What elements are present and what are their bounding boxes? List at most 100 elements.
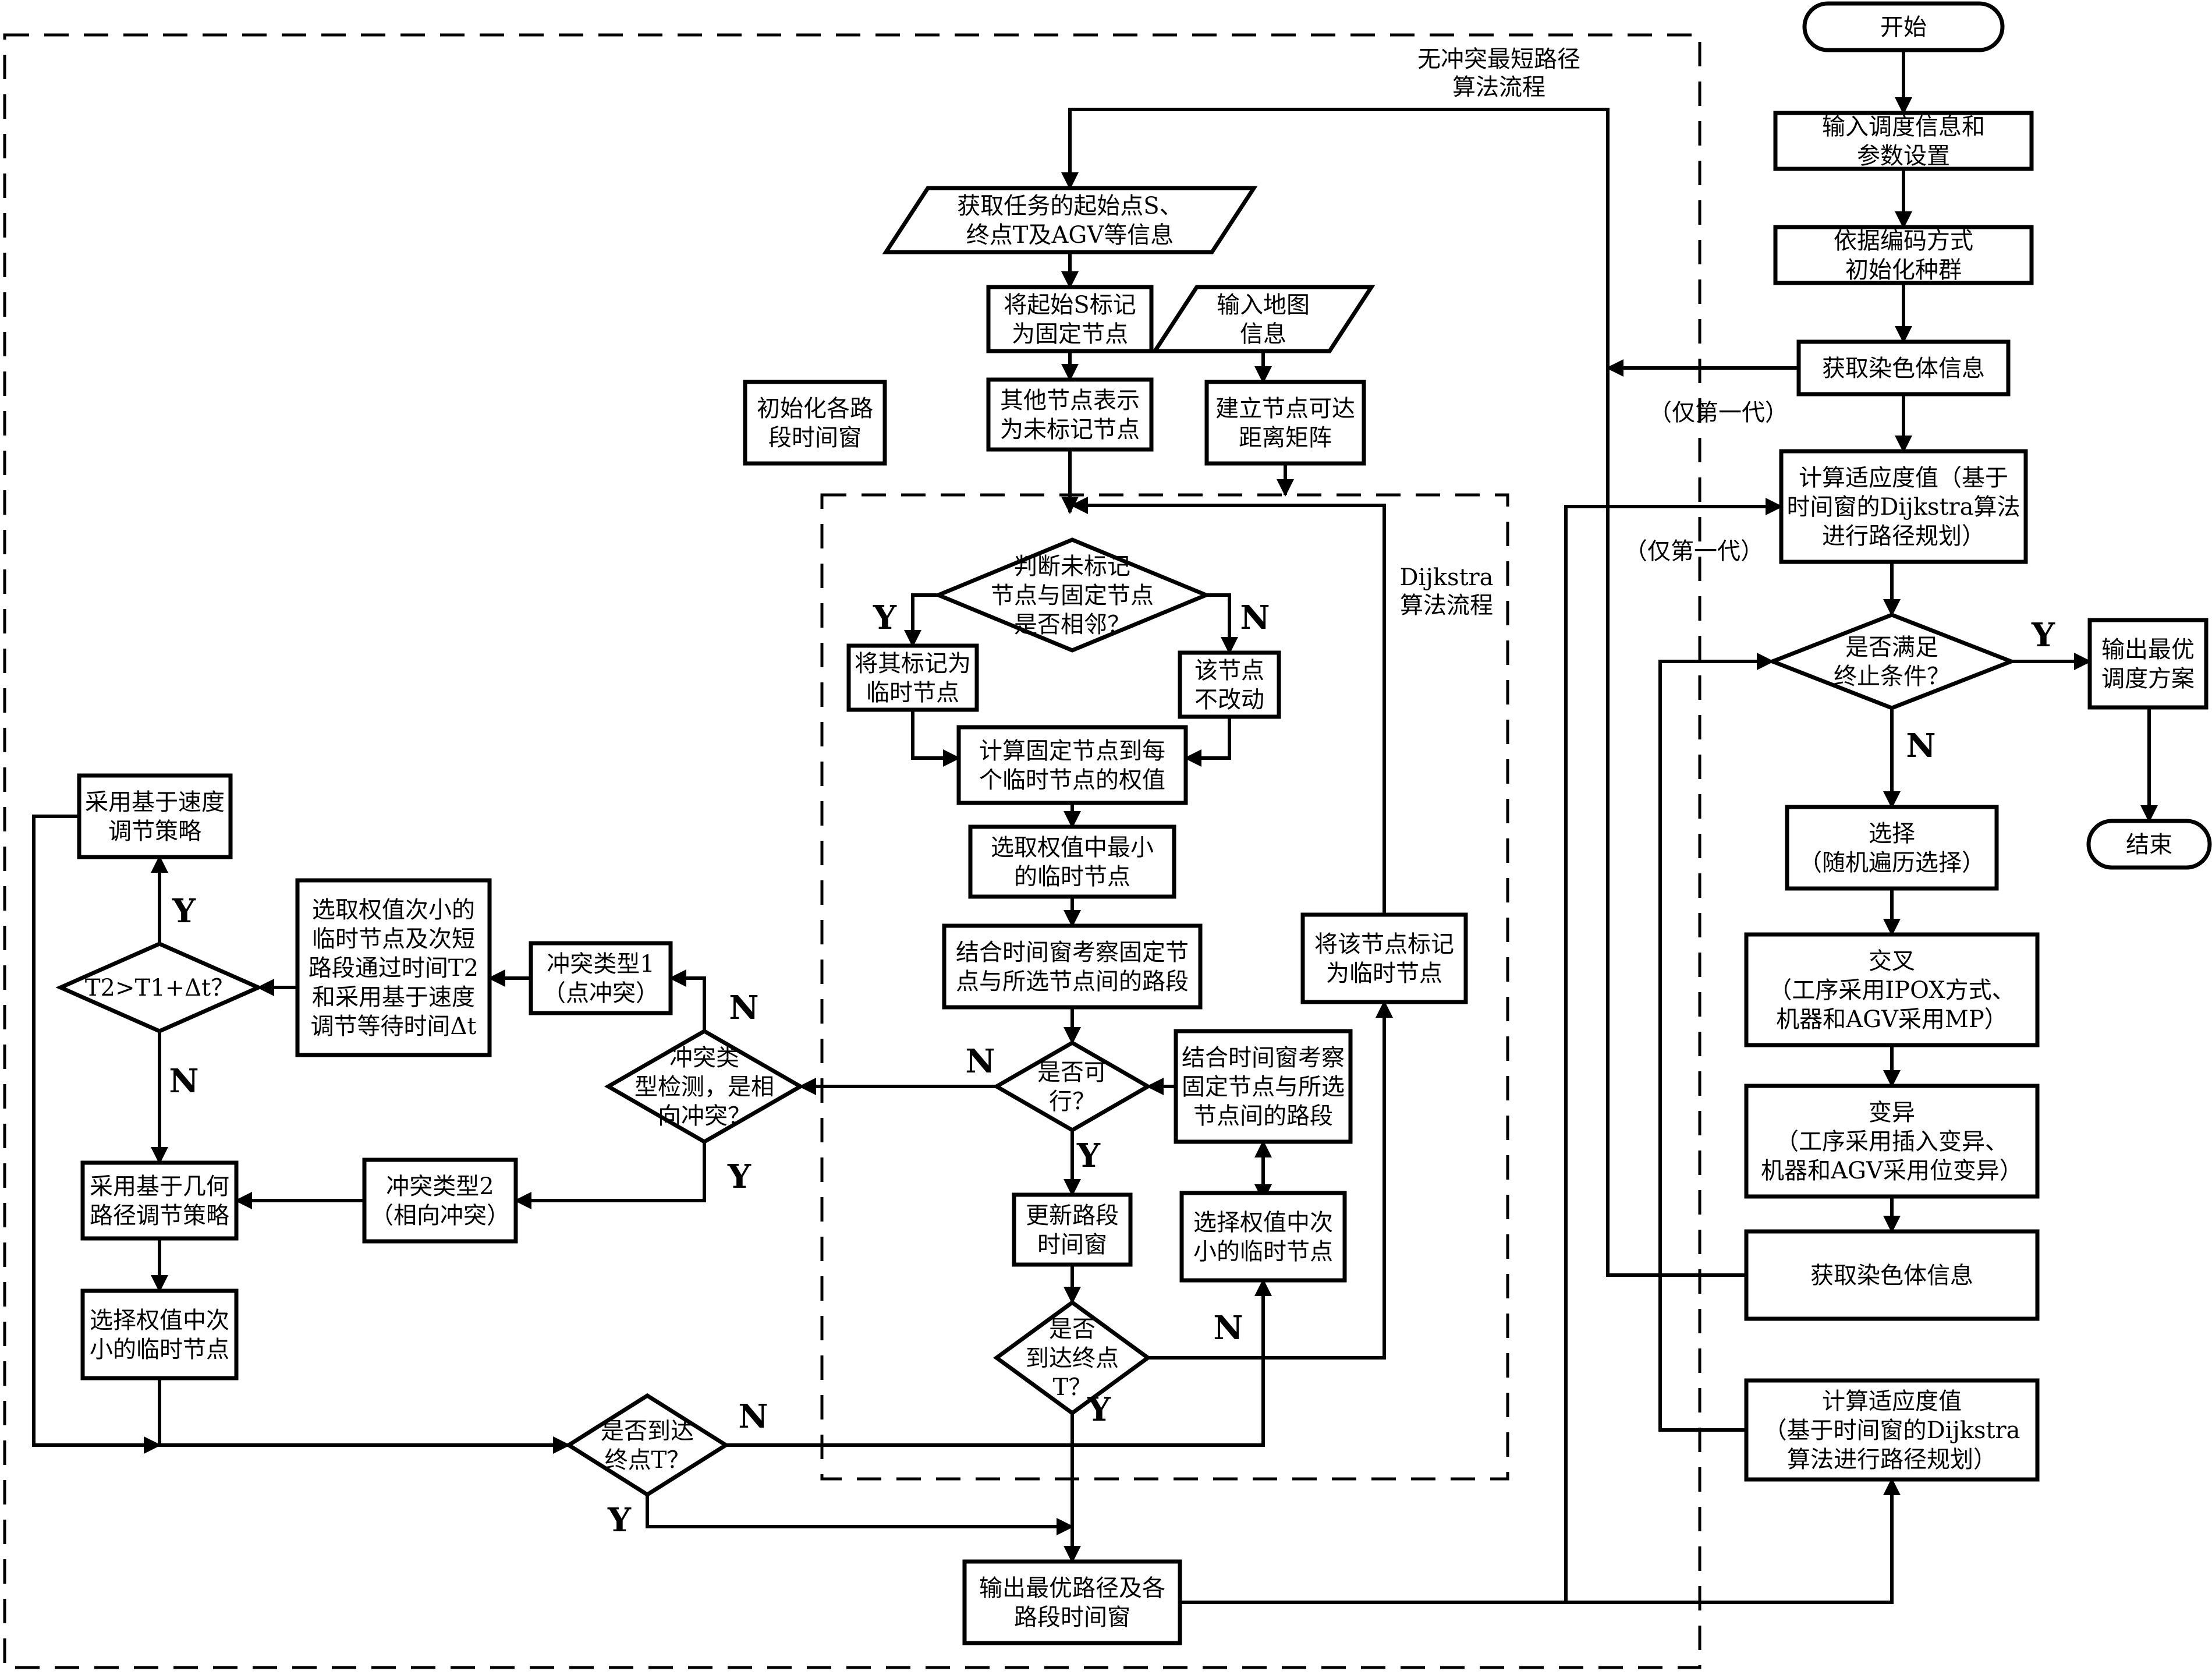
fitness-box-1-label-0: 计算适应度值（基于 [1799, 465, 2008, 491]
mutation-box-label-0: 变异 [1869, 1099, 1915, 1126]
edge-20 [1206, 593, 1238, 654]
mark-start-box-label-1: 为固定节点 [1012, 321, 1128, 348]
get-chromosome-box-2: 获取染色体信息 [1744, 1229, 2040, 1321]
no-label-11: N [169, 1062, 198, 1100]
update-windows-box-label-0: 更新路段 [1026, 1202, 1119, 1229]
yes-label-2: Y [873, 599, 897, 637]
edge-49 [1658, 653, 1774, 1432]
init-population-box-label-0: 依据编码方式 [1834, 228, 1973, 254]
input-map-box-label-0: 输入地图 [1217, 292, 1310, 318]
edge-22 [1184, 717, 1231, 767]
yes-label-10: Y [172, 892, 196, 930]
mark-start-box-label-0: 将起始S标记 [1004, 292, 1136, 318]
conflict-type2-box-label-0: 冲突类型2 [386, 1173, 494, 1200]
reach-end-outer-decision-label-0: 是否到达 [601, 1418, 694, 1445]
fitness-box-2-label-1: （基于时间窗的Dijkstra [1763, 1417, 2020, 1444]
select-next-small-box-label-0: 选择权值中次 [90, 1307, 229, 1334]
output-optimal-box-label-0: 输出最优 [2101, 636, 2195, 663]
adjacent-decision-label-1: 节点与固定节点 [991, 582, 1154, 609]
mark-node-temp-box-label-1: 为临时节点 [1326, 960, 1442, 987]
compute-weights-box-label-1: 个临时节点的权值 [979, 767, 1165, 794]
reach-matrix-box-label-0: 建立节点可达 [1215, 395, 1355, 422]
output-optimal-box-label-1: 调度方案 [2101, 665, 2195, 692]
first-gen-note-2: （仅第一代） [1624, 538, 1764, 565]
edge-48 [1180, 1478, 1901, 1604]
yes-label-5: Y [1076, 1137, 1101, 1175]
input-info-box-label-1: 参数设置 [1857, 143, 1950, 169]
check-segment-box-2-label-0: 结合时间窗考察 [1182, 1045, 1345, 1071]
mutation-box: 变异（工序采用插入变异、机器和AGV采用位变异） [1744, 1084, 2040, 1199]
end-node: 结束 [2086, 819, 2212, 870]
no-label-6: N [1213, 1309, 1243, 1347]
reach-end-outer-decision-label-1: 终点T？ [605, 1447, 690, 1474]
yes-label-0: Y [2031, 616, 2055, 654]
no-change-box-label-0: 该节点 [1194, 657, 1264, 684]
selection-box-label-0: 选择 [1869, 820, 1915, 847]
edge-35 [669, 969, 706, 1031]
reach-matrix-box-label-1: 距离矩阵 [1239, 424, 1332, 451]
dijkstra-title-1: 算法流程 [1400, 592, 1493, 619]
mutation-box-label-1: （工序采用插入变异、 [1775, 1128, 2008, 1155]
mark-temp-box-label-1: 临时节点 [866, 679, 959, 706]
update-windows-box-label-1: 时间窗 [1037, 1231, 1107, 1258]
edge-45 [726, 1279, 1272, 1447]
fitness-box-2-label-2: 算法进行路径规划） [1787, 1446, 1997, 1473]
edge-4 [1883, 560, 1903, 617]
speed-strategy-box-label-0: 采用基于速度 [85, 789, 225, 816]
selection-box: 选择（随机遍历选择） [1785, 805, 1999, 891]
edge-40 [514, 1142, 706, 1209]
no-label-4: N [965, 1042, 995, 1081]
reach-end-inner-decision-label-2: T？ [1053, 1374, 1092, 1401]
compute-weights-box-label-0: 计算固定节点到每 [979, 738, 1165, 764]
select-second-box-label-3: 和采用基于速度 [312, 984, 475, 1011]
start-node: 开始 [1802, 1, 2005, 52]
start-node-label-0: 开始 [1880, 14, 1927, 41]
fitness-box-1-label-1: 时间窗的Dijkstra算法 [1786, 494, 2020, 521]
select-second-box-label-1: 临时节点及次短 [312, 926, 475, 953]
feasible-decision-label-0: 是否可 [1037, 1059, 1107, 1086]
selection-box-label-1: （随机遍历选择） [1799, 849, 1985, 876]
compare-time-decision: T2>T1+Δt？ [55, 941, 264, 1033]
crossover-box-label-0: 交叉 [1869, 948, 1915, 975]
yes-label-13: Y [607, 1501, 632, 1539]
select-second-box-label-2: 路段通过时间T2 [309, 955, 478, 982]
other-nodes-box-label-0: 其他节点表示 [1000, 387, 1140, 414]
feasible-decision-label-1: 行？ [1049, 1088, 1096, 1115]
edge-44 [32, 815, 161, 1454]
edge-43 [158, 1378, 570, 1454]
end-node-label-0: 结束 [2126, 831, 2172, 858]
get-chromosome-box-1-label-0: 获取染色体信息 [1822, 355, 1985, 382]
output-path-box-label-1: 路段时间窗 [1014, 1604, 1130, 1631]
no-label-3: N [1240, 599, 1270, 637]
yes-label-7: Y [1087, 1390, 1111, 1429]
reach-end-inner-decision-label-0: 是否 [1049, 1316, 1096, 1343]
init-windows-box-label-1: 段时间窗 [768, 424, 862, 451]
no-change-box-label-1: 不改动 [1194, 686, 1264, 713]
geometry-strategy-box-label-1: 路径调节策略 [90, 1202, 229, 1229]
conflict-type1-box-label-0: 冲突类型1 [547, 951, 654, 978]
select-next-small-box-label-1: 小的临时节点 [90, 1336, 229, 1363]
edge-30 [1148, 1000, 1393, 1360]
no-label-1: N [1906, 727, 1936, 765]
init-windows-box-label-0: 初始化各路 [757, 395, 873, 422]
